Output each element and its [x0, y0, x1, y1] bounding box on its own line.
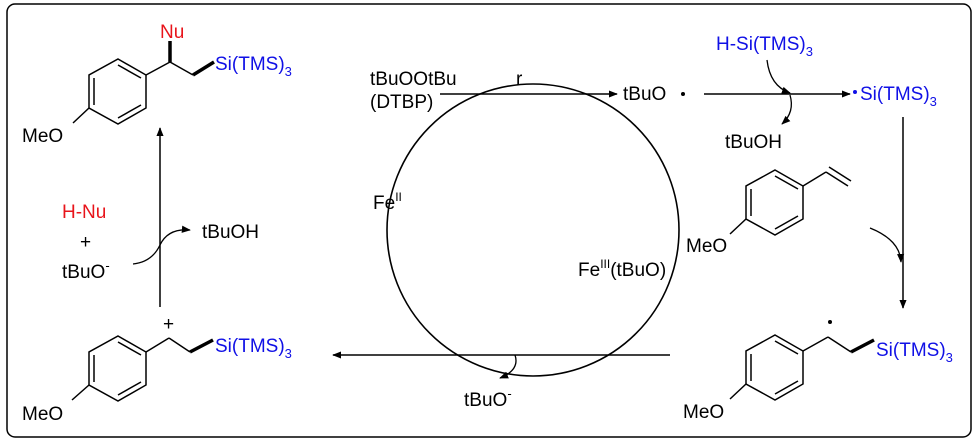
fe2-label: FeII	[373, 190, 402, 214]
tbuoh-byproduct: tBuOH	[725, 132, 782, 153]
product-si-group: Si(TMS)3	[215, 54, 292, 79]
benzylic-radical	[729, 334, 875, 401]
radical-si-group: Si(TMS)3	[876, 340, 953, 365]
dtbp-abbreviation: (DTBP)	[370, 92, 433, 113]
cation-meo: MeO	[22, 404, 63, 425]
radical-meo: MeO	[683, 402, 724, 423]
product-nu: Nu	[160, 22, 184, 43]
initiation-step: tBuOOtBu (DTBP) r tBuO	[370, 69, 685, 113]
left-tbuo-anion: tBuO-	[62, 258, 110, 283]
left-tbuoh: tBuOH	[202, 222, 259, 243]
cycle-circle	[386, 83, 680, 377]
radical-dot	[681, 92, 685, 96]
bottom-tbuo-anion: tBuO-	[464, 386, 512, 411]
product	[72, 58, 215, 125]
nucleophile-in-arrow	[132, 225, 191, 265]
product-meo: MeO	[22, 126, 63, 147]
scheme-frame	[6, 3, 972, 438]
styrene-meo: MeO	[686, 236, 727, 257]
left-plus: +	[80, 232, 91, 253]
cation-charge: +	[163, 314, 174, 335]
dtbp-formula: tBuOOtBu	[370, 69, 457, 90]
silyl-radical: Si(TMS)3	[860, 84, 937, 109]
silane-in-arrow	[766, 59, 791, 94]
silane-reagent: H-Si(TMS)3	[716, 34, 813, 59]
silyl-radical-dot	[853, 90, 857, 94]
benzylic-cation	[71, 335, 214, 402]
tbuo-anion-out-arrow	[499, 354, 517, 379]
tbuoh-out-arrow	[781, 94, 793, 125]
arrow-label: r	[516, 69, 523, 90]
catalytic-cycle: FeII FeIII(tBuO)	[373, 83, 680, 377]
styrene-in-arrow	[869, 227, 905, 263]
fe3-label: FeIII(tBuO)	[578, 257, 666, 281]
h-nu-reagent: H-Nu	[62, 202, 106, 223]
benzylic-radical-dot	[828, 320, 832, 324]
methoxystyrene	[729, 166, 852, 236]
hat-step: H-Si(TMS)3 tBuOH Si(TMS)3	[704, 34, 937, 153]
cation-si-group: Si(TMS)3	[215, 336, 292, 361]
tbuo-radical: tBuO	[623, 84, 666, 105]
